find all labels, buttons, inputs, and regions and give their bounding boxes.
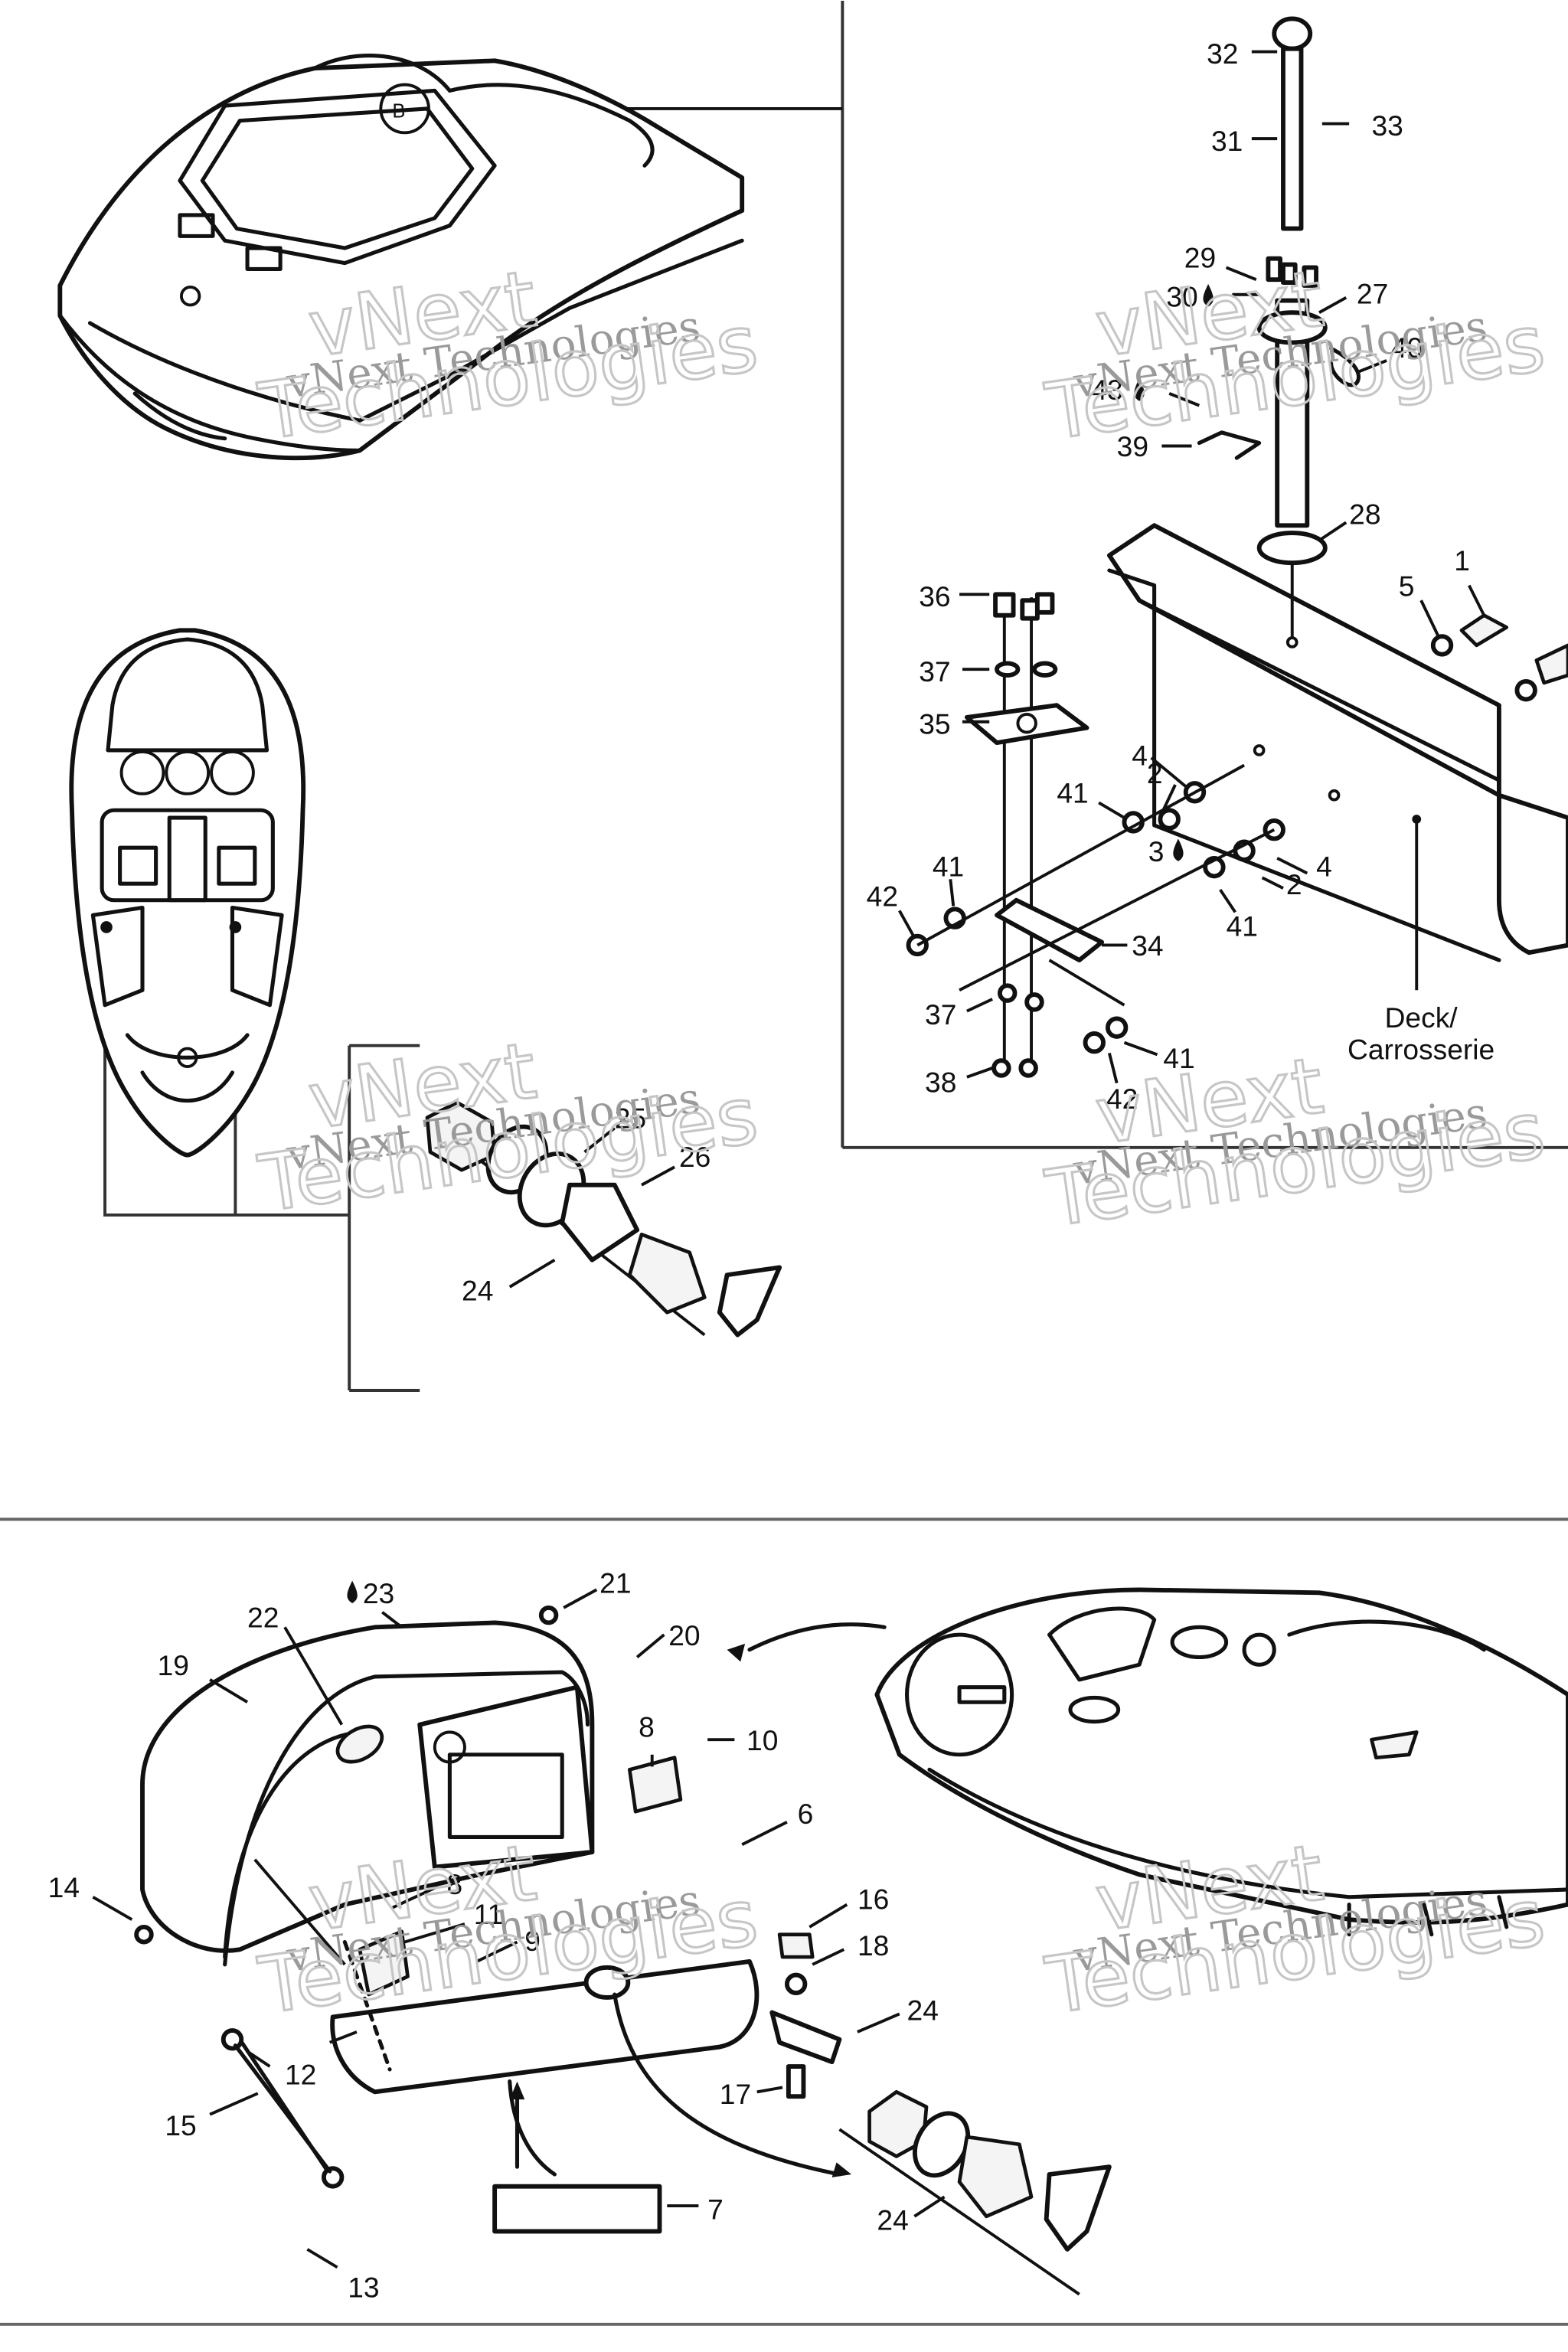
callout-13: 13	[348, 2272, 379, 2304]
detail-marker-b: B	[392, 101, 405, 122]
callout-42: 42	[1106, 1083, 1138, 1115]
deck-panel	[1106, 523, 1568, 962]
callout-34: 34	[1132, 929, 1163, 962]
steering-post-upper	[1197, 16, 1361, 648]
callout-40: 40	[1391, 332, 1423, 364]
drop-icon	[347, 1580, 358, 1604]
callout-24: 24	[877, 2203, 908, 2236]
callout-39: 39	[1117, 430, 1148, 462]
callout-14: 14	[48, 1871, 80, 1903]
callout-4: 4	[1316, 850, 1332, 882]
callout-11: 11	[474, 1898, 504, 1930]
console-assembly	[134, 1605, 842, 2234]
callout-21: 21	[599, 1566, 631, 1599]
callout-2: 2	[1286, 868, 1302, 900]
callout-8: 8	[639, 1710, 655, 1743]
drop-icon	[1134, 378, 1145, 401]
callout-7: 7	[707, 2194, 724, 2226]
deck-label-line2: Carrosserie	[1348, 1033, 1494, 1065]
callout-25: 25	[615, 1102, 646, 1134]
drop-icon	[1173, 838, 1184, 861]
callout-28: 28	[1349, 498, 1380, 530]
detail-frame-top-right	[841, 0, 1568, 1149]
callout-22: 22	[247, 1601, 279, 1633]
callout-5: 5	[1399, 570, 1415, 602]
callout-35: 35	[919, 707, 950, 740]
direction-arrows	[509, 1643, 852, 2177]
callout-9: 9	[524, 1925, 541, 1957]
callout-30: 30	[1166, 280, 1197, 312]
callout-6: 6	[798, 1798, 814, 1830]
callout-2: 2	[1147, 757, 1163, 789]
callout-24: 24	[907, 1994, 939, 2026]
callout-26: 26	[679, 1141, 710, 1173]
callout-41: 41	[1227, 910, 1258, 942]
marker-dot-right	[229, 921, 242, 933]
leader-lines	[92, 50, 1486, 2269]
callout-32: 32	[1207, 38, 1238, 70]
deck-label-line1: Deck/	[1385, 1001, 1459, 1034]
drain-plug-assembly-bottom	[838, 2089, 1112, 2296]
callout-labels: 32 33 31 29 30 27 40 43 39 28 1 5 36 37 …	[48, 38, 1495, 2303]
callout-19: 19	[158, 1649, 189, 1681]
callout-16: 16	[858, 1883, 889, 1915]
callout-33: 33	[1372, 109, 1403, 142]
callout-42: 42	[867, 880, 898, 913]
callout-3: 3	[1148, 835, 1165, 867]
steering-post-lower	[906, 592, 1568, 1078]
callout-10: 10	[746, 1724, 778, 1756]
callout-31: 31	[1211, 125, 1243, 157]
callout-12: 12	[285, 2059, 316, 2091]
callout-20: 20	[668, 1619, 700, 1651]
callout-17: 17	[720, 2078, 751, 2110]
callout-41: 41	[1057, 776, 1088, 808]
callout-29: 29	[1184, 241, 1216, 273]
callout-18: 18	[858, 1929, 889, 1962]
callout-37: 37	[925, 998, 956, 1031]
callout-41: 41	[933, 850, 964, 882]
deck-marker-dot	[1412, 815, 1422, 824]
callout-1: 1	[1454, 544, 1470, 577]
callout-37: 37	[919, 655, 950, 688]
boat-top-view	[69, 628, 306, 1158]
callout-38: 38	[925, 1066, 956, 1098]
drain-plug-assembly-top	[425, 1100, 782, 1338]
callout-15: 15	[165, 2109, 196, 2141]
drop-icon	[1203, 284, 1214, 307]
callout-43: 43	[1091, 374, 1122, 406]
boat-stern-view: B	[57, 54, 745, 461]
callout-23: 23	[363, 1577, 394, 1609]
callout-41: 41	[1163, 1042, 1194, 1074]
callout-8: 8	[446, 1868, 462, 1900]
label-plate-7	[492, 2184, 662, 2234]
callout-24: 24	[462, 1275, 493, 1307]
callout-36: 36	[919, 580, 950, 612]
callout-4: 4	[1132, 740, 1148, 772]
marker-dot-left	[100, 921, 113, 933]
callout-27: 27	[1357, 277, 1388, 309]
